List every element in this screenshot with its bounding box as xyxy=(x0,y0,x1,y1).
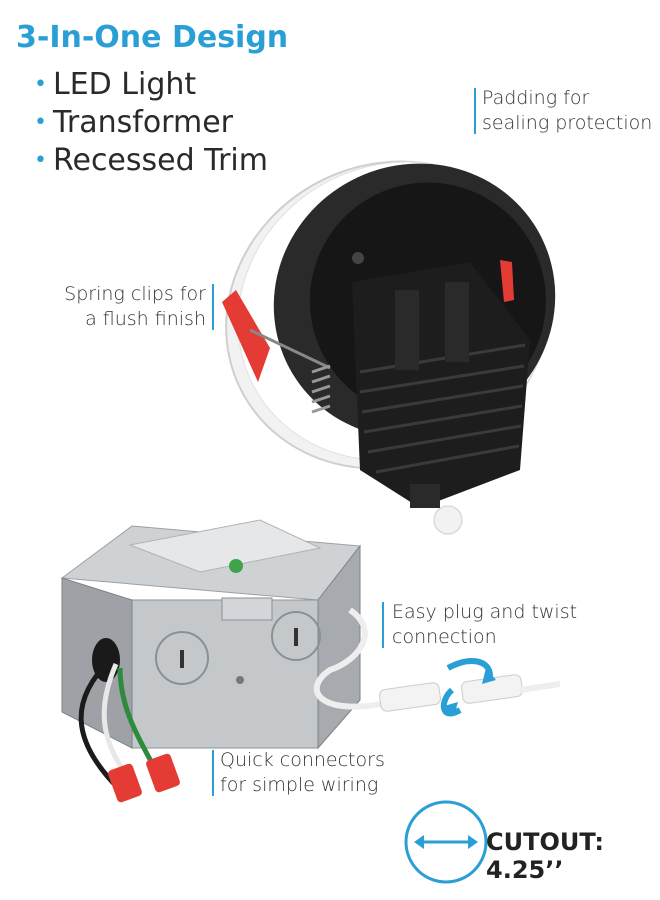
feature-list: •LED Light •Transformer •Recessed Trim xyxy=(34,66,268,180)
heat-sink xyxy=(352,252,530,508)
feature-item: •LED Light xyxy=(34,67,197,102)
callout-bar xyxy=(212,284,214,330)
cutout-label: CUTOUT: 4.25’’ xyxy=(486,828,605,884)
spring-clip-left xyxy=(222,290,331,414)
spring-clip-right xyxy=(500,260,514,302)
feature-item: •Recessed Trim xyxy=(34,143,268,178)
feature-title: 3-In-One Design xyxy=(16,20,289,55)
callout-bar xyxy=(212,750,214,796)
callout-bar xyxy=(382,602,384,648)
feature-item: •Transformer xyxy=(34,105,233,140)
callout-bar xyxy=(474,88,476,134)
